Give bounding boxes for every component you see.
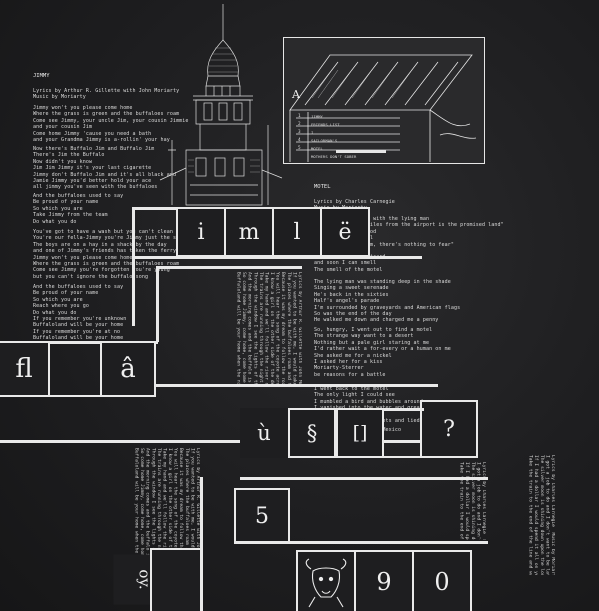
jimmy-verse-3: And the buffaloes used to say Be proud o… <box>33 193 124 225</box>
jimmy-verse-4: You've got to have a wash but you can't … <box>33 229 204 280</box>
ribbon-6 <box>240 477 488 480</box>
ribbon-2 <box>156 266 302 269</box>
row1-top-edge <box>132 207 180 210</box>
ribbon-1 <box>132 256 422 259</box>
vertical-lyrics-center: Lyrics by Arthur R. Gillette with John M… <box>235 272 302 384</box>
ribbon-5 <box>0 440 468 443</box>
tile-question: ? <box>420 400 478 458</box>
row2-bottom-link <box>50 395 102 397</box>
jimmy-verse-5: And the buffaloes used to say Be proud o… <box>33 284 127 342</box>
ribbon-4 <box>154 384 438 387</box>
motel-verse-3: The lying man was standing deep in the s… <box>314 279 461 324</box>
diagram-label: A <box>292 88 300 101</box>
tile-section: § <box>288 408 336 458</box>
row2-top-link <box>50 341 102 344</box>
vertical-lyrics-edge: Lyrics by Charles Carnegie Music by Mori… <box>527 455 555 575</box>
tile-e-diaeresis: ë <box>320 207 370 257</box>
motel-verse-4: So, hungry, I went out to find a motel T… <box>314 327 451 378</box>
tile-u-grave: ù <box>240 408 288 458</box>
tile-blank <box>150 548 202 611</box>
lower-divider <box>200 477 203 611</box>
tile-0: 0 <box>412 550 472 611</box>
motel-title: MOTEL <box>314 184 331 190</box>
boxes-diagram <box>283 37 485 164</box>
tile-5: 5 <box>234 488 290 544</box>
tile-l: l <box>272 207 322 257</box>
bull-head-icon <box>305 558 347 607</box>
vertical-lyrics-lower-right: Lyrics by Charles Carnegie Music by Mori… <box>458 462 486 540</box>
tile-9: 9 <box>354 550 414 611</box>
ribbon-2-side <box>156 266 159 342</box>
jimmy-title: JIMMY <box>33 73 50 79</box>
ribbon-7 <box>236 541 488 544</box>
tile-bull <box>296 550 356 611</box>
row1-connector <box>132 207 135 259</box>
row3-link-bottom <box>384 456 424 458</box>
tile-fl: ﬂ <box>0 341 50 397</box>
jimmy-verse-1: Jimmy won't you please come home Where t… <box>33 105 189 144</box>
tile-brackets: [] <box>336 408 384 458</box>
diagram-rows: JIMMY FRIENDS LIST I SAILORMAN'S MOTEL M… <box>311 114 357 159</box>
tile-a-circumflex: â <box>100 341 156 397</box>
tile-m: m <box>224 207 274 257</box>
ribbon-1-side <box>132 256 135 326</box>
row3-link <box>384 408 424 411</box>
diagram-index: 1 2 3 4 5 <box>298 114 301 151</box>
jimmy-credits: Lyrics by Arthur R. Gillette with John M… <box>33 88 180 101</box>
tile-i: i <box>176 207 226 257</box>
